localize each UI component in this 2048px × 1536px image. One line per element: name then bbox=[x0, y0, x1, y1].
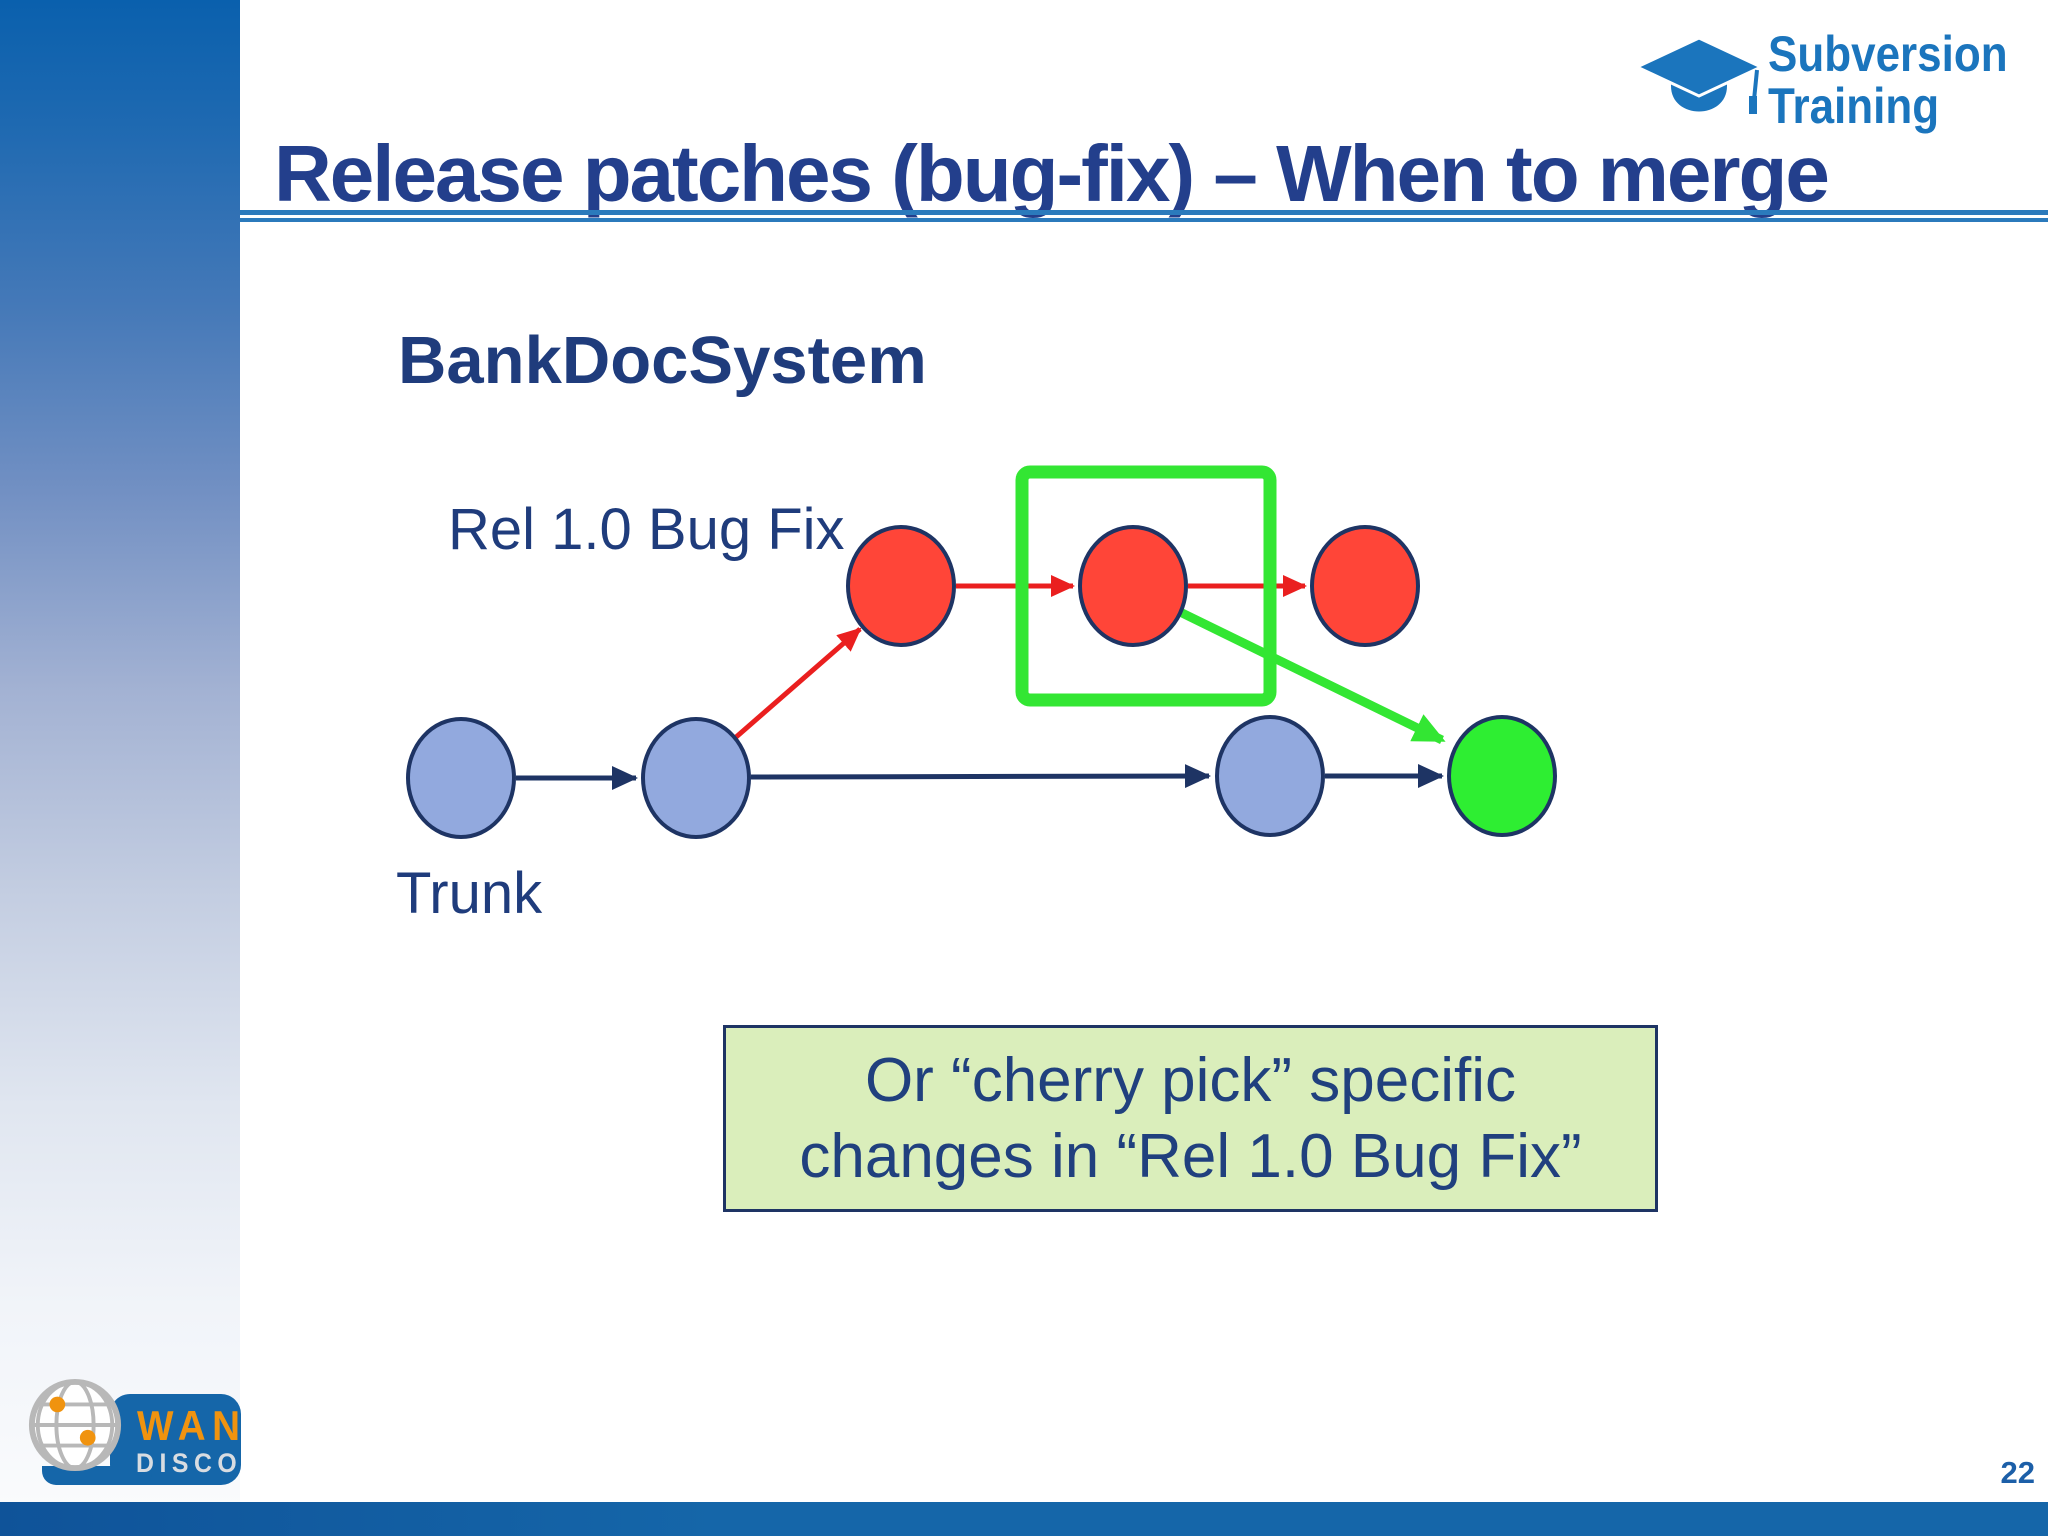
trunk-node-2-branch-point bbox=[641, 717, 751, 839]
wandisco-wan-text: WAN bbox=[137, 1402, 247, 1449]
bugfix-node-1 bbox=[846, 525, 956, 647]
callout-line-2: changes in “Rel 1.0 Bug Fix” bbox=[799, 1121, 1582, 1191]
bugfix-branch-label: Rel 1.0 Bug Fix bbox=[448, 497, 845, 562]
trunk-arrow-2 bbox=[750, 764, 1211, 789]
subversion-training-wordmark: Subversion Training bbox=[1768, 28, 2008, 132]
trunk-node-1 bbox=[406, 717, 516, 839]
title-rule-bottom bbox=[240, 218, 2048, 222]
subversion-training-logo: Subversion Training bbox=[1630, 26, 2048, 146]
branch-create-arrow bbox=[733, 627, 862, 740]
globe-icon bbox=[28, 1378, 122, 1472]
bugfix-node-2-highlighted bbox=[1078, 525, 1188, 647]
bugfix-node-3 bbox=[1310, 525, 1420, 647]
page-title: Release patches (bug-fix) – When to merg… bbox=[274, 129, 1830, 218]
cherry-pick-arrow bbox=[1176, 606, 1446, 745]
training-word: Training bbox=[1768, 78, 1940, 134]
page-number: 22 bbox=[2000, 1455, 2035, 1490]
merge-commit-node bbox=[1447, 715, 1557, 837]
sidebar-gradient bbox=[0, 0, 240, 1536]
wandisco-disco-text: DISCO bbox=[136, 1448, 243, 1478]
cherry-pick-callout-box: Or “cherry pick” specific changes in “Re… bbox=[723, 1025, 1658, 1212]
trunk-node-3 bbox=[1215, 715, 1325, 837]
wandisco-logo-tail bbox=[42, 1466, 152, 1485]
footer-bar bbox=[0, 1502, 2048, 1536]
diagram-heading: BankDocSystem bbox=[398, 323, 927, 398]
callout-line-1: Or “cherry pick” specific bbox=[864, 1045, 1517, 1115]
title-rule-top bbox=[240, 210, 2048, 215]
trunk-branch-label: Trunk bbox=[396, 861, 543, 926]
cherry-pick-highlight-box bbox=[1015, 465, 1277, 707]
graduation-cap-icon bbox=[1633, 36, 1765, 114]
subversion-word: Subversion bbox=[1768, 26, 2008, 82]
